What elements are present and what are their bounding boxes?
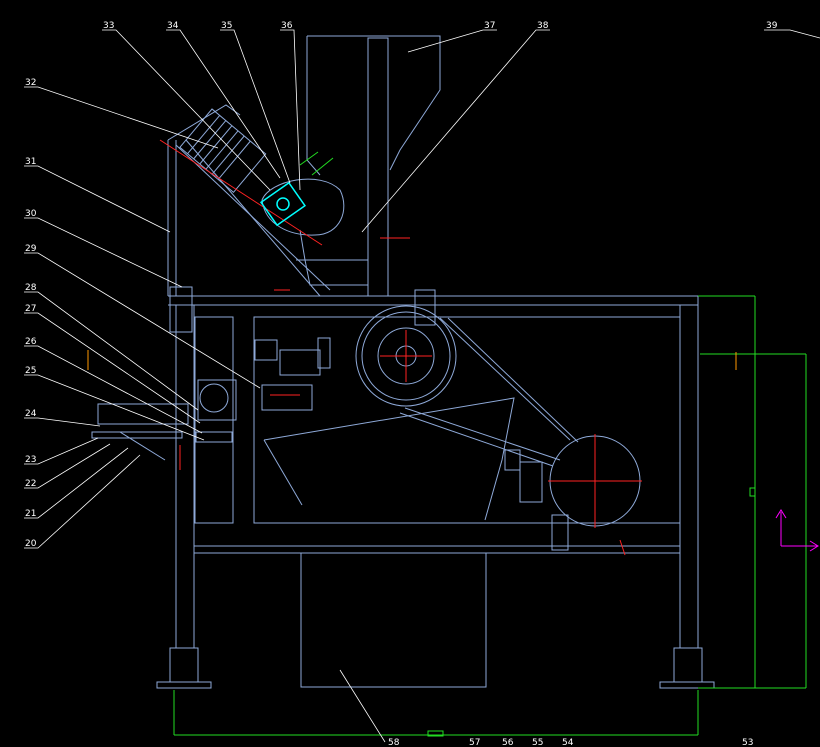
callout-22: 22	[25, 479, 36, 489]
callout-33: 33	[103, 21, 114, 31]
callout-35: 35	[221, 21, 232, 31]
section-markers	[87, 350, 737, 370]
callout-20: 20	[25, 539, 37, 549]
callout-32: 32	[25, 78, 36, 88]
callout-38: 38	[537, 21, 549, 31]
callout-39: 39	[766, 21, 778, 31]
machine-frame	[91, 35, 715, 689]
callout-29: 29	[25, 244, 37, 254]
coupling-highlight	[259, 181, 307, 227]
callout-54: 54	[562, 738, 574, 747]
callout-27: 27	[25, 304, 36, 314]
callout-30: 30	[25, 209, 37, 219]
callout-25: 25	[25, 366, 36, 376]
callout-28: 28	[25, 283, 37, 293]
callout-55: 55	[532, 738, 543, 747]
callout-36: 36	[281, 21, 293, 31]
callout-57: 57	[469, 738, 480, 747]
dimension-lines	[173, 151, 807, 737]
callout-23: 23	[25, 455, 36, 465]
callout-37: 37	[484, 21, 495, 31]
callout-53: 53	[742, 738, 753, 747]
callout-24: 24	[25, 409, 37, 419]
leader-lines	[24, 29, 820, 743]
center-marks	[159, 139, 642, 556]
callout-58: 58	[388, 738, 400, 747]
callout-21: 21	[25, 509, 36, 519]
callout-34: 34	[167, 21, 179, 31]
ucs-axis-icon	[775, 509, 819, 552]
callout-labels: 33 34 35 36 37 38 39 32 31 30 29 28 27 2…	[25, 21, 778, 747]
callout-56: 56	[502, 738, 514, 747]
callout-31: 31	[25, 157, 36, 167]
callout-26: 26	[25, 337, 37, 347]
